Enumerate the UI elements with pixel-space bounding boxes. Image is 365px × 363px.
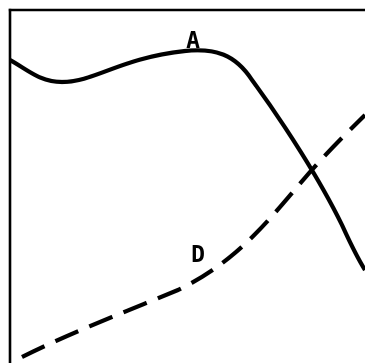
curve-a [8, 48, 365, 272]
curve-a-label: A [186, 28, 200, 54]
curve-d [21, 113, 365, 359]
curve-d-label: D [191, 242, 205, 268]
